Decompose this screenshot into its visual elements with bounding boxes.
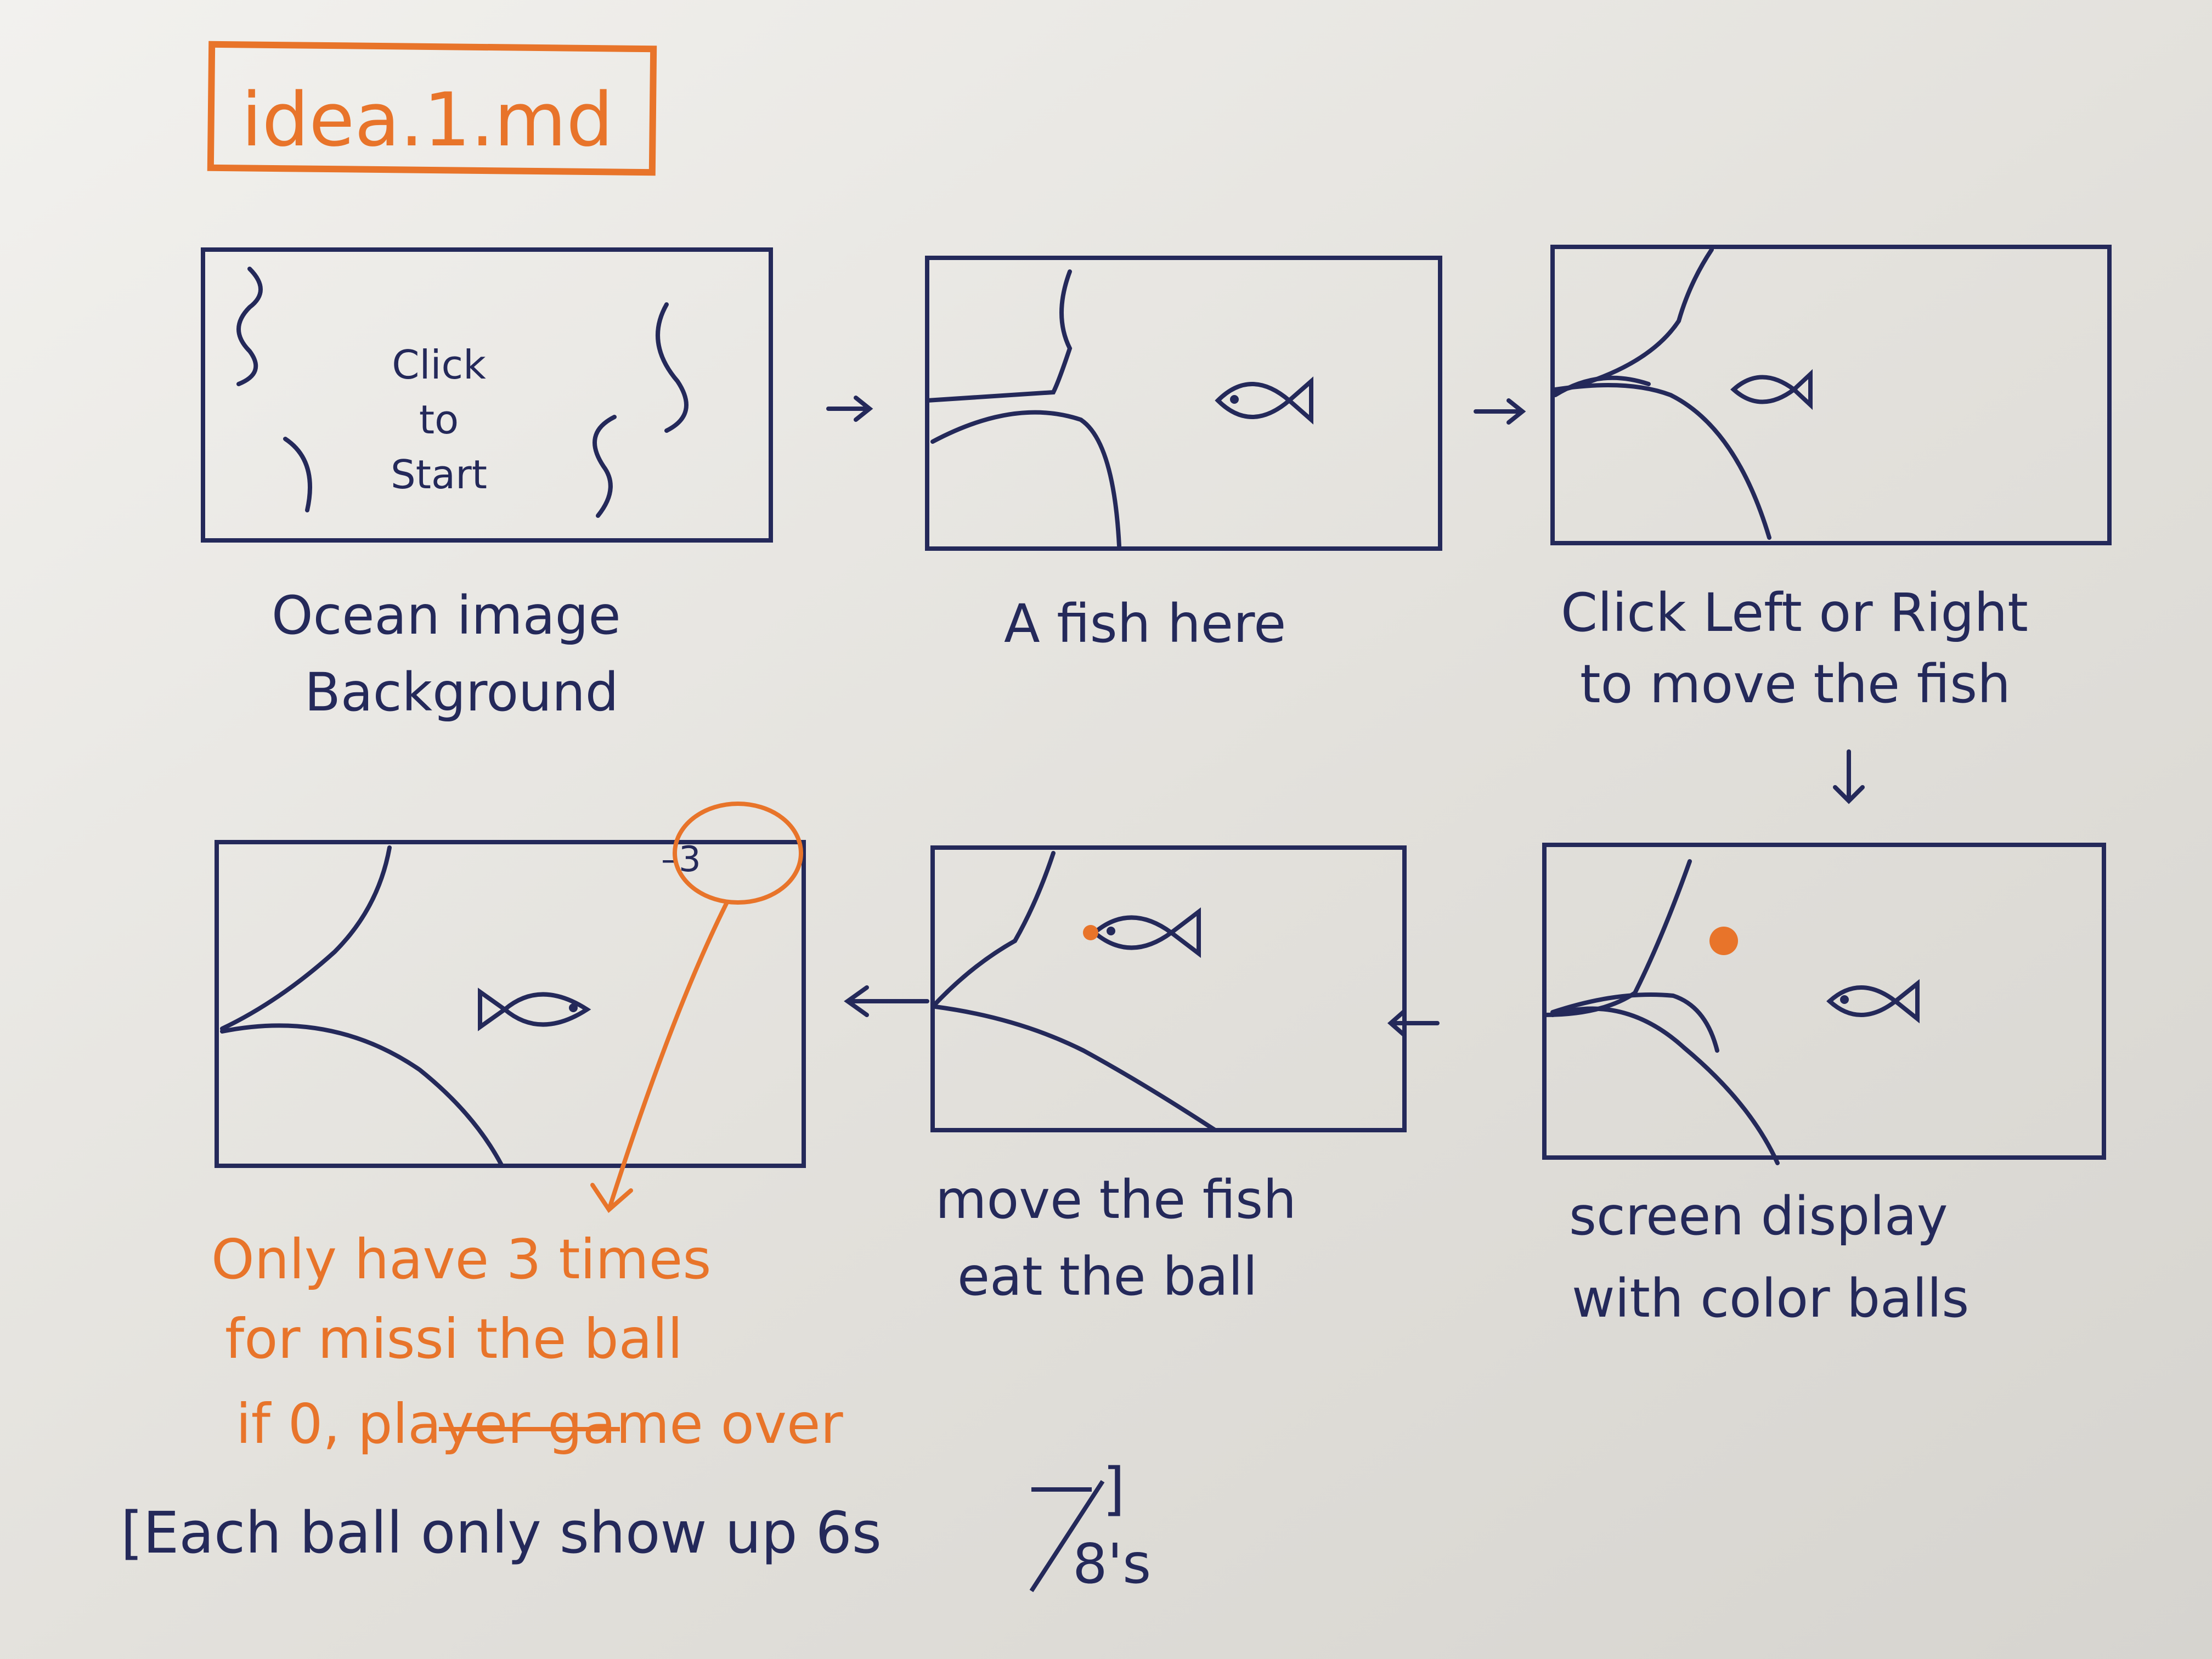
arrow-down-icon — [590, 900, 729, 1214]
rock-sketch — [1553, 383, 1771, 540]
rock-sketch — [1553, 375, 1651, 397]
color-ball — [1083, 925, 1098, 940]
rule-note-line-2: for missi the ball — [225, 1307, 682, 1371]
fish-icon — [1730, 369, 1813, 410]
start-screen-line-1: Click — [392, 342, 486, 388]
panel-eat-caption-1: move the fish — [935, 1169, 1296, 1231]
fish-icon — [1826, 979, 1920, 1024]
arrow-right-icon — [826, 396, 873, 422]
rock-sketch — [930, 410, 1121, 548]
rock-sketch — [220, 1023, 504, 1168]
arrow-left-icon — [844, 985, 929, 1017]
rock-sketch — [1550, 1006, 1780, 1165]
seaweed-sketch — [283, 437, 312, 512]
seaweed-sketch — [236, 267, 263, 386]
fish-icon — [1215, 376, 1313, 425]
panel-start-caption-1: Ocean image — [272, 585, 621, 646]
rock-sketch — [1542, 859, 1692, 1017]
panel-move — [1550, 245, 2112, 545]
title-box: idea.1.md — [207, 41, 657, 176]
panel-color-balls — [1542, 843, 2106, 1165]
timing-note: [Each ball only show up 6s — [121, 1499, 882, 1566]
color-ball — [1709, 927, 1738, 955]
seaweed-sketch — [592, 415, 617, 518]
panel-balls-caption-1: screen display — [1569, 1186, 1948, 1247]
panel-move-caption-2: to move the fish — [1580, 653, 2011, 715]
start-screen-line-3: Start — [391, 452, 487, 498]
panel-fish — [925, 256, 1442, 551]
panel-start-caption-2: Background — [304, 662, 619, 723]
timing-note-bracket: ] — [1103, 1455, 1125, 1522]
fish-icon — [478, 988, 591, 1031]
panel-eat-ball — [930, 845, 1407, 1132]
panel-fish-caption: A fish here — [1004, 593, 1286, 654]
start-screen-line-2: to — [419, 397, 459, 443]
panel-balls-caption-2: with color balls — [1572, 1268, 1969, 1329]
panel-lives — [215, 840, 806, 1168]
rock-sketch — [1550, 992, 1719, 1053]
title-text: idea.1.md — [241, 77, 613, 163]
rule-note-line-3: if 0, player game over — [236, 1392, 843, 1456]
timing-note-alt: 8's — [1073, 1532, 1151, 1596]
rock-sketch — [925, 269, 1073, 403]
rock-sketch — [220, 845, 392, 1031]
panel-start-screen — [201, 247, 773, 543]
arrow-down-icon — [1833, 749, 1865, 804]
fish-icon — [1091, 907, 1201, 958]
arrow-left-icon — [1387, 1009, 1440, 1037]
lives-highlight-circle — [673, 802, 803, 905]
panel-eat-caption-2: eat the ball — [957, 1246, 1257, 1307]
seaweed-sketch — [656, 302, 689, 433]
rock-sketch — [933, 1005, 1217, 1132]
rock-sketch — [930, 851, 1056, 1009]
rule-note-line-1: Only have 3 times — [211, 1227, 711, 1291]
arrow-right-icon — [1474, 398, 1526, 425]
panel-move-caption-1: Click Left or Right — [1561, 582, 2028, 644]
fraction-slash — [1029, 1480, 1105, 1593]
